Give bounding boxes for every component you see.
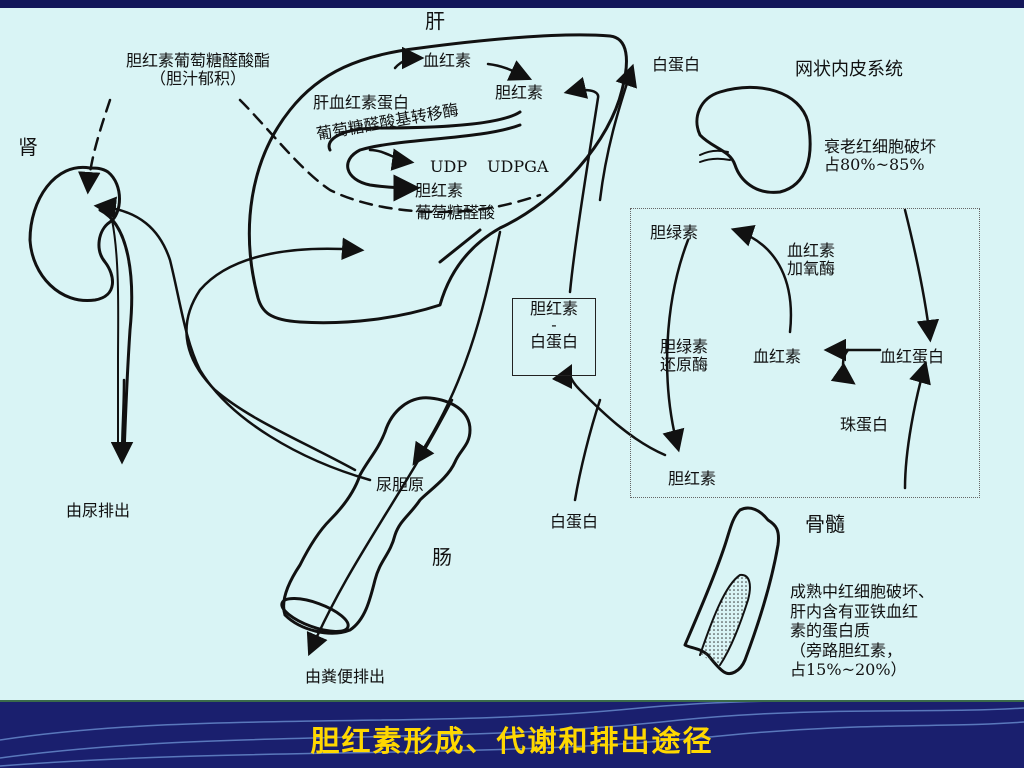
bottom-band-decoration (0, 700, 1024, 767)
bilirubin-glucuronide-line1: 胆红素葡萄糖醛酸酯 (125, 51, 270, 70)
complex-line2: 白蛋白 (529, 331, 578, 351)
heme-oxygenase-line1: 血红素 (787, 241, 836, 260)
label-urine-excretion: 由尿排出 (66, 501, 131, 520)
senescent-line1: 衰老红细胞破坏 (824, 137, 937, 156)
marrow-line2: 肝内含有亚铁血红 (790, 601, 919, 621)
label-biliverdin-reductase: 胆绿素 还原酶 (660, 337, 709, 375)
label-feces-excretion: 由粪便排出 (305, 667, 386, 686)
label-bilirubin-liver: 胆红素 (495, 83, 544, 102)
diagram-drawing (28, 33, 940, 675)
intestine-outline (282, 396, 472, 635)
label-hemoglobin-right: 血红蛋白 (880, 347, 945, 366)
marrow-line5: 占15%~20%） (790, 660, 907, 680)
label-albumin-bottom: 白蛋白 (550, 512, 599, 531)
label-intestine: 肠 (432, 545, 452, 569)
bilirubin-albumin-box (512, 298, 596, 376)
label-hemoglobin-liver: 血红素 (423, 51, 472, 70)
label-bilirubin-bottom: 胆红素 (668, 469, 717, 488)
re-system-box (630, 208, 980, 498)
label-heme-oxygenase: 血红素 加氧酶 (787, 241, 836, 279)
marrow-line4: （旁路胆红素， (790, 640, 903, 660)
label-liver: 肝 (425, 9, 445, 33)
label-marrow-bypass: 成熟中红细胞破坏、 肝内含有亚铁血红 素的蛋白质 （旁路胆红素， 占15%~20… (790, 582, 934, 680)
label-bone-marrow: 骨髓 (805, 512, 845, 536)
kidney-outline (28, 165, 121, 303)
label-bilirubin-albumin-complex: 胆红素 - 白蛋白 (512, 299, 596, 351)
label-senescent-rbc: 衰老红细胞破坏 占80%~85% (824, 137, 937, 175)
marrow-line1: 成熟中红细胞破坏、 (790, 582, 935, 601)
label-kidney: 肾 (18, 135, 38, 159)
label-urobilinogen: 尿胆原 (376, 475, 425, 494)
bilirubin-glucuronide-line2: （胆汁郁积） (149, 69, 246, 89)
slide-title: 胆红素形成、代谢和排出途径 (310, 724, 714, 758)
bottom-band (0, 700, 1024, 768)
label-albumin-top: 白蛋白 (652, 55, 701, 74)
heme-oxygenase-line2: 加氧酶 (787, 259, 836, 279)
senescent-line2: 占80%~85% (824, 155, 925, 175)
marrow-line3: 素的蛋白质 (790, 621, 871, 641)
label-heme-center: 血红素 (753, 347, 802, 366)
label-bilirubin-glucuronide: 胆红素葡萄糖醛酸酯 （胆汁郁积） (108, 51, 288, 89)
complex-dash: - (551, 315, 557, 335)
label-conj-glucuronic: 葡萄糖醛酸 (415, 203, 496, 222)
label-udpga: UDPGA (487, 157, 549, 176)
liver-outline (247, 33, 628, 325)
label-hepatic-heme-protein: 肝血红素蛋白 (313, 93, 410, 112)
label-biliverdin: 胆绿素 (650, 223, 699, 242)
diagram-canvas: 肝 肾 肠 骨髓 网状内皮系统 胆红素葡萄糖醛酸酯 （胆汁郁积） 血红素 肝血红… (0, 8, 1024, 700)
label-udp: UDP (430, 157, 468, 176)
biliverdin-reductase-line1: 胆绿素 (660, 337, 709, 356)
biliverdin-reductase-line2: 还原酶 (660, 355, 709, 375)
spleen-outline (695, 85, 812, 194)
label-globin: 珠蛋白 (840, 415, 889, 434)
label-conj-bilirubin: 胆红素 (415, 181, 464, 200)
complex-line1: 胆红素 (529, 299, 578, 318)
label-re-system: 网状内皮系统 (795, 59, 903, 80)
bone-outline (683, 506, 780, 675)
top-strip (0, 0, 1024, 8)
